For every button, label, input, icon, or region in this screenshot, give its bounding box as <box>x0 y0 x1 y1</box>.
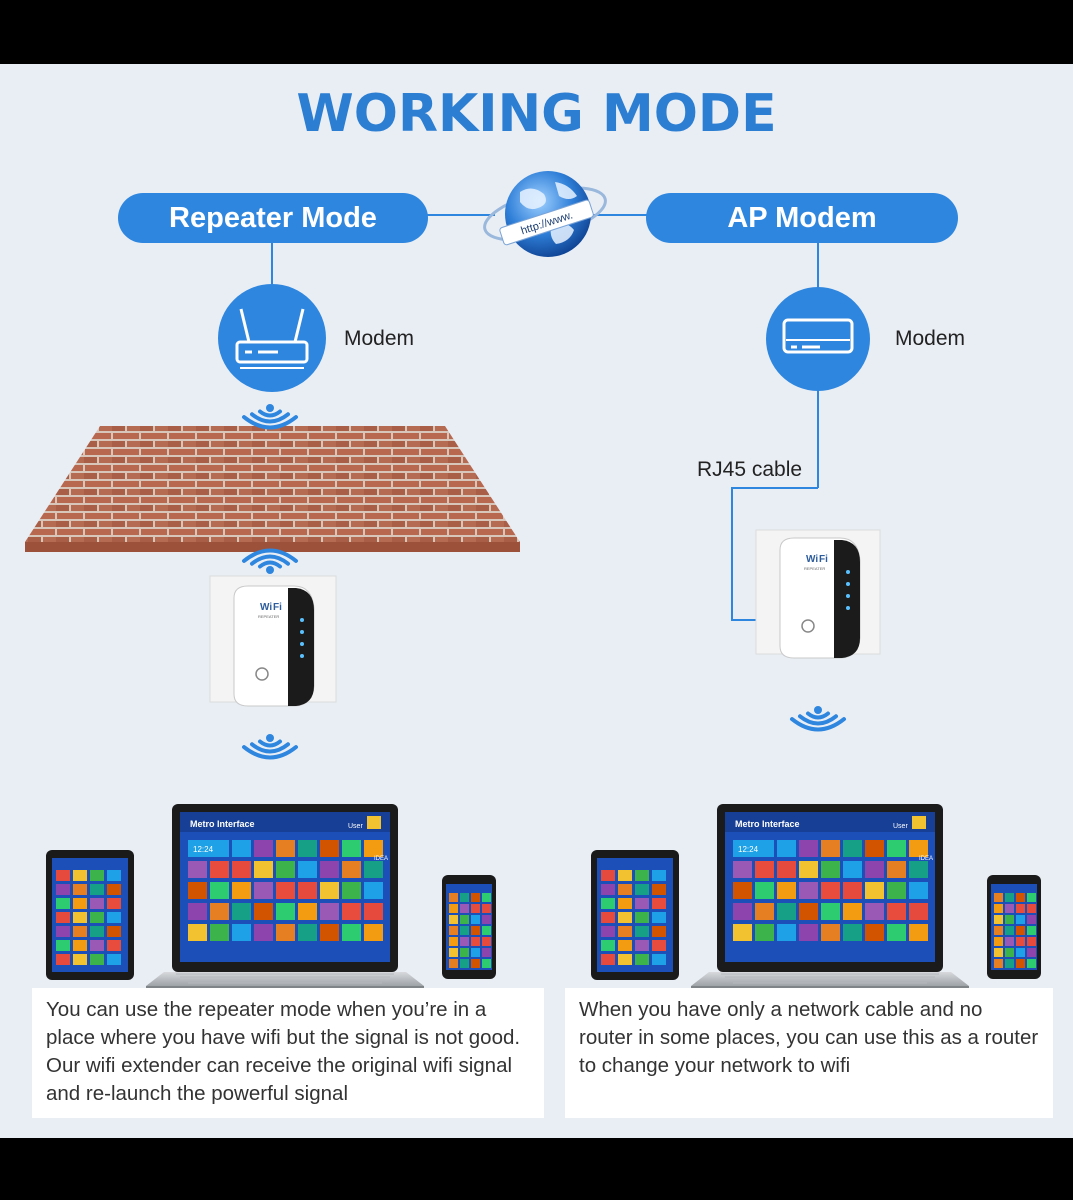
device-brand-right: Wi <box>806 554 818 565</box>
device-subtext-right: REPEATER <box>804 566 825 571</box>
connector-lines <box>271 214 819 621</box>
ap-modem-icon <box>766 287 870 391</box>
wifi-signal-wall <box>242 548 298 574</box>
laptop-screen-header: Metro Interface <box>735 819 800 829</box>
globe-icon: http://www. <box>483 171 607 257</box>
svg-text:Wi: Wi <box>260 602 272 613</box>
wifi-signal-repeater-left <box>242 734 298 760</box>
repeater-mode-label: Repeater Mode <box>118 193 428 243</box>
laptop-user-label: User <box>348 823 363 830</box>
tablet <box>46 850 134 980</box>
laptop-screen-header: Metro Interface <box>190 819 255 829</box>
repeater-modem-text: Modem <box>344 327 415 350</box>
ap-modem-label: AP Modem <box>646 193 958 243</box>
laptop-user-label: User <box>893 823 908 830</box>
rj45-cable-label: RJ45 cable <box>697 458 803 481</box>
ap-modem-text: Modem <box>895 327 966 350</box>
ap-description: When you have only a network cable and n… <box>565 988 1053 1118</box>
brick-wall <box>25 426 520 552</box>
tablet <box>591 850 679 980</box>
repeater-device-left: Wi Fi REPEATER <box>209 575 337 707</box>
device-subtext-left: REPEATER <box>258 614 279 619</box>
wifi-signal-icons <box>242 404 846 760</box>
laptop-clock: 12:24 <box>193 845 214 854</box>
laptop-tile-label: IDEA <box>919 856 933 862</box>
repeater-description: You can use the repeater mode when you’r… <box>32 988 544 1118</box>
phone <box>442 875 496 979</box>
device-brand-fi-left: Fi <box>273 602 282 613</box>
working-mode-diagram: WORKING MODE <box>0 64 1073 1138</box>
laptop-clock: 12:24 <box>738 845 759 854</box>
repeater-modem-icon <box>218 284 326 392</box>
laptop-tile-label: IDEA <box>374 856 388 862</box>
repeater-device-right: Wi Fi REPEATER <box>755 529 881 659</box>
device-brand-left: Wi <box>260 602 272 613</box>
device-brand-fi-right: Fi <box>819 554 828 565</box>
wifi-signal-repeater-right <box>790 706 846 732</box>
diagram-art: http://www. <box>25 171 1041 989</box>
phone <box>987 875 1041 979</box>
page-title: WORKING MODE <box>296 84 777 144</box>
wifi-signal-modem <box>242 404 298 430</box>
